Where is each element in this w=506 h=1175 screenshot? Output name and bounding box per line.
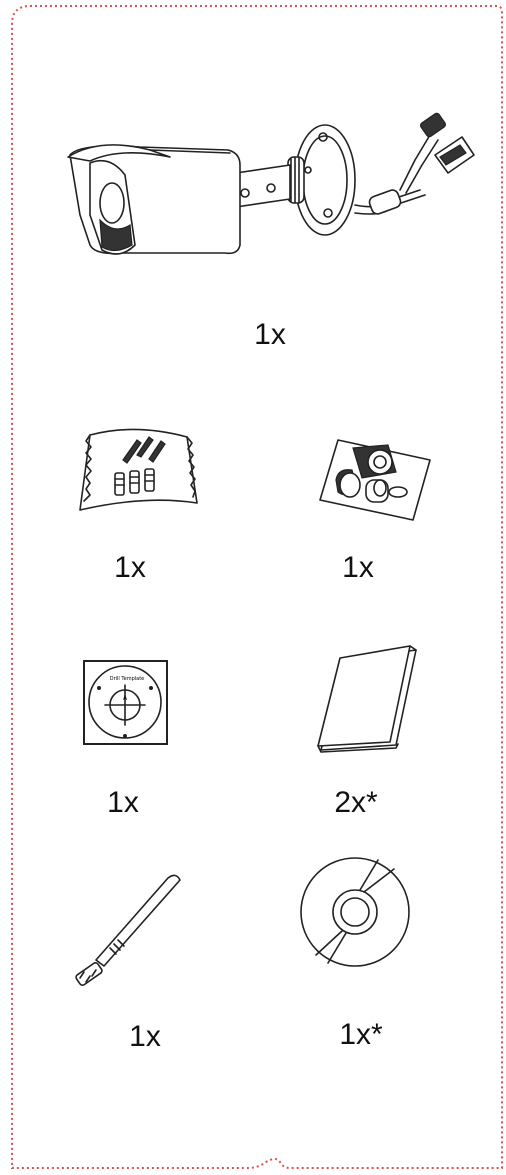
bullet-camera-icon — [60, 95, 480, 285]
connector-bag-icon — [318, 430, 433, 520]
drill-template-icon: Drill Template A — [83, 660, 168, 745]
camera-quantity: 1x — [240, 320, 300, 350]
waterproof-connector-pack-item: 1x — [318, 430, 433, 520]
cd-icon — [298, 855, 413, 970]
screw-bag-icon — [75, 415, 200, 520]
connector-pack-quantity: 1x — [328, 553, 388, 583]
drill-template-label: Drill Template — [110, 676, 144, 682]
drill-template-item: Drill Template A 1x — [83, 660, 168, 745]
cd-quantity: 1x* — [326, 1020, 396, 1050]
antenna-icon — [70, 870, 190, 990]
quick-guide-quantity: 2x* — [321, 788, 391, 818]
camera-item: 1x — [60, 95, 480, 285]
booklet-icon — [316, 640, 421, 755]
cd-item: 1x* — [298, 855, 413, 970]
quick-guide-item: 2x* — [316, 640, 421, 755]
drill-template-quantity: 1x — [93, 788, 153, 818]
antenna-item: 1x — [70, 870, 190, 990]
screw-pack-quantity: 1x — [100, 553, 160, 583]
screw-pack-item: 1x — [75, 415, 200, 520]
antenna-quantity: 1x — [115, 1022, 175, 1052]
